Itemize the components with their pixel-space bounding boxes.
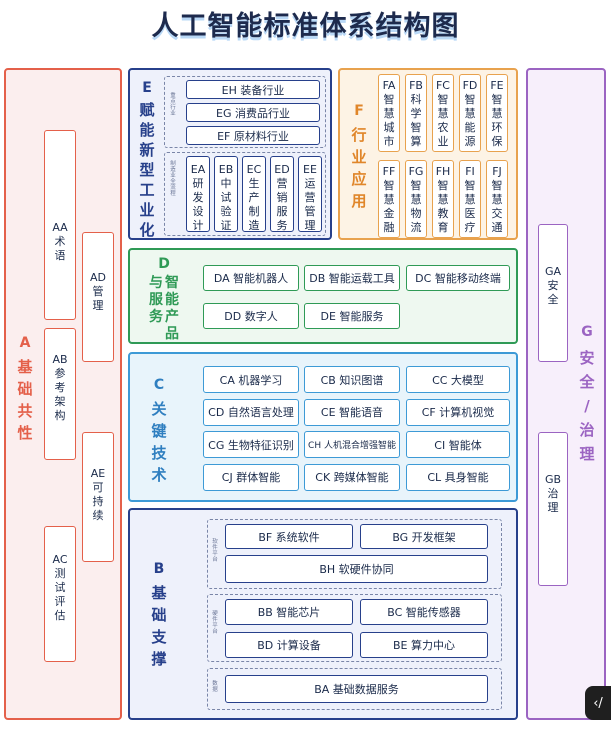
panel-f-title: F 行业 应用 [351, 103, 367, 210]
box-bh-hw-sw-co: BH 软硬件协同 [225, 555, 488, 583]
panel-b-title: B 基础 支撑 [151, 561, 167, 668]
box-dc-mobile-terminals: DC 智能移动终端 [406, 265, 510, 291]
box-cg: CG 生物特征识别 [203, 431, 299, 458]
box-ci: CI 智能体 [406, 431, 510, 458]
b-group-software [207, 519, 502, 589]
b-group-hardware [207, 594, 502, 662]
panel-c-title: C 关键 技术 [151, 377, 167, 484]
panel-a-title: A 基础 共性 [17, 335, 33, 442]
box-eh-equipment: EH 装备行业 [186, 80, 320, 99]
box-cj: CJ 群体智能 [203, 463, 299, 491]
panel-e-title: E 赋能新 型工业 化 [139, 80, 155, 239]
box-dd-digital-human: DD 数字人 [203, 303, 299, 329]
b-group-label-software: 软件平台 [211, 538, 217, 562]
box-bb-ai-chips: BB 智能芯片 [225, 599, 353, 625]
box-ef-raw-materials: EF 原材料行业 [186, 126, 320, 145]
box-bg-dev-framework: BG 开发框架 [360, 524, 488, 549]
panel-d-products-services: D 与服务 智能产品 [128, 248, 518, 344]
box-cc: CC 大模型 [406, 366, 510, 393]
panel-d-title: D 与服务 智能产品 [149, 256, 179, 342]
box-cb: CB 知识图谱 [304, 366, 400, 393]
b-group-data [207, 668, 502, 710]
box-bc-smart-sensors: BC 智能传感器 [360, 599, 488, 625]
box-da-robots: DA 智能机器人 [203, 265, 299, 291]
code-toggle-icon[interactable]: ‹/ [585, 686, 611, 720]
page-title: 人工智能标准体系结构图 [151, 11, 460, 42]
box-be-computing-center: BE 算力中心 [360, 632, 488, 658]
e-group-manufacturing [164, 152, 326, 236]
e-group-label-manufacturing: 制造业全流程 [169, 160, 175, 196]
box-bd-computing-devices: BD 计算设备 [225, 632, 353, 658]
box-ce: CE 智能语音 [304, 398, 400, 426]
box-ck: CK 跨媒体智能 [304, 463, 400, 491]
box-cl: CL 具身智能 [406, 463, 510, 491]
box-cd: CD 自然语言处理 [203, 398, 299, 426]
box-bf-system-software: BF 系统软件 [225, 524, 353, 549]
b-group-label-data: 数据 [211, 680, 217, 692]
b-group-label-hardware: 硬件平台 [211, 610, 217, 634]
box-ch: CH 人机混合增强智能 [304, 431, 400, 458]
box-de-smart-services: DE 智能服务 [304, 303, 400, 329]
panel-e-new-industrialization: E 赋能新 型工业 化 重点行业 EH 装备行业 EG 消费品行业 EF 原材料… [128, 68, 332, 240]
box-ca: CA 机器学习 [203, 366, 299, 393]
box-eg-consumer-goods: EG 消费品行业 [186, 103, 320, 122]
box-db-vehicles: DB 智能运载工具 [304, 265, 400, 291]
box-ba-basic-data-services: BA 基础数据服务 [225, 675, 488, 703]
panel-g-title: G 安全/ 治理 [579, 324, 595, 463]
e-group-key-industries [164, 76, 326, 148]
e-group-label-key-industries: 重点行业 [169, 92, 175, 116]
box-cf: CF 计算机视觉 [406, 398, 510, 426]
